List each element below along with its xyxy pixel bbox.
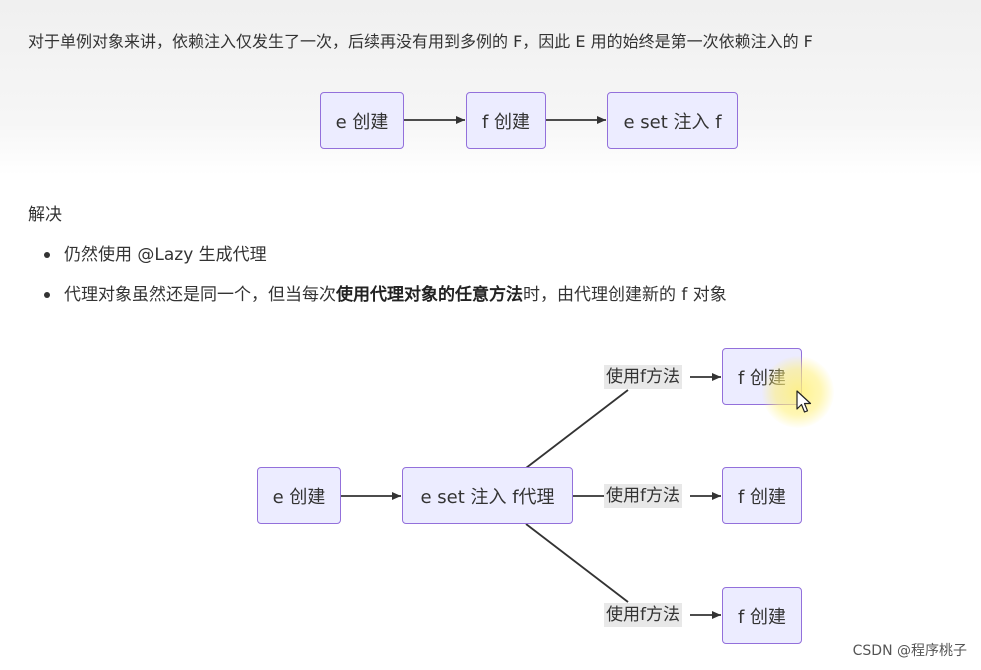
edge-proxy-to-label-bot [525, 523, 629, 603]
mouse-pointer-icon [796, 390, 812, 413]
intro-paragraph: 对于单例对象来讲，依赖注入仅发生了一次，后续再没有用到多例的 F，因此 E 用的… [28, 32, 813, 51]
watermark: CSDN @程序桃子 [852, 643, 967, 659]
node-e-create: e 创建 [320, 92, 404, 149]
node-e-set-inject-proxy: e set 注入 f代理 [402, 467, 573, 524]
bullet-text-before: 代理对象虽然还是同一个，但当每次 [64, 285, 336, 305]
bullet-text-bold: 使用代理对象的任意方法 [336, 285, 523, 305]
section-heading: 解决 [28, 205, 62, 225]
edge-label-bot: 使用f方法 [604, 603, 682, 627]
bullet-text-after: 时，由代理创建新的 f 对象 [523, 285, 727, 305]
edge-label-top: 使用f方法 [604, 365, 682, 389]
edge-label-mid: 使用f方法 [604, 484, 682, 508]
node-f-create: f 创建 [466, 92, 546, 149]
edge-proxy-to-label-top [525, 389, 629, 469]
node-f-create-3: f 创建 [722, 587, 802, 644]
bullet-item-lazy: 仍然使用 @Lazy 生成代理 [44, 240, 727, 280]
node-e-set-inject-f: e set 注入 f [607, 92, 738, 149]
bullet-text: 仍然使用 @Lazy 生成代理 [64, 245, 267, 265]
node-f-create-2: f 创建 [722, 467, 802, 524]
node-e-create-2: e 创建 [257, 467, 341, 524]
bullet-item-proxy: 代理对象虽然还是同一个，但当每次使用代理对象的任意方法时，由代理创建新的 f 对… [44, 280, 727, 320]
bullet-list: 仍然使用 @Lazy 生成代理 代理对象虽然还是同一个，但当每次使用代理对象的任… [44, 240, 727, 320]
